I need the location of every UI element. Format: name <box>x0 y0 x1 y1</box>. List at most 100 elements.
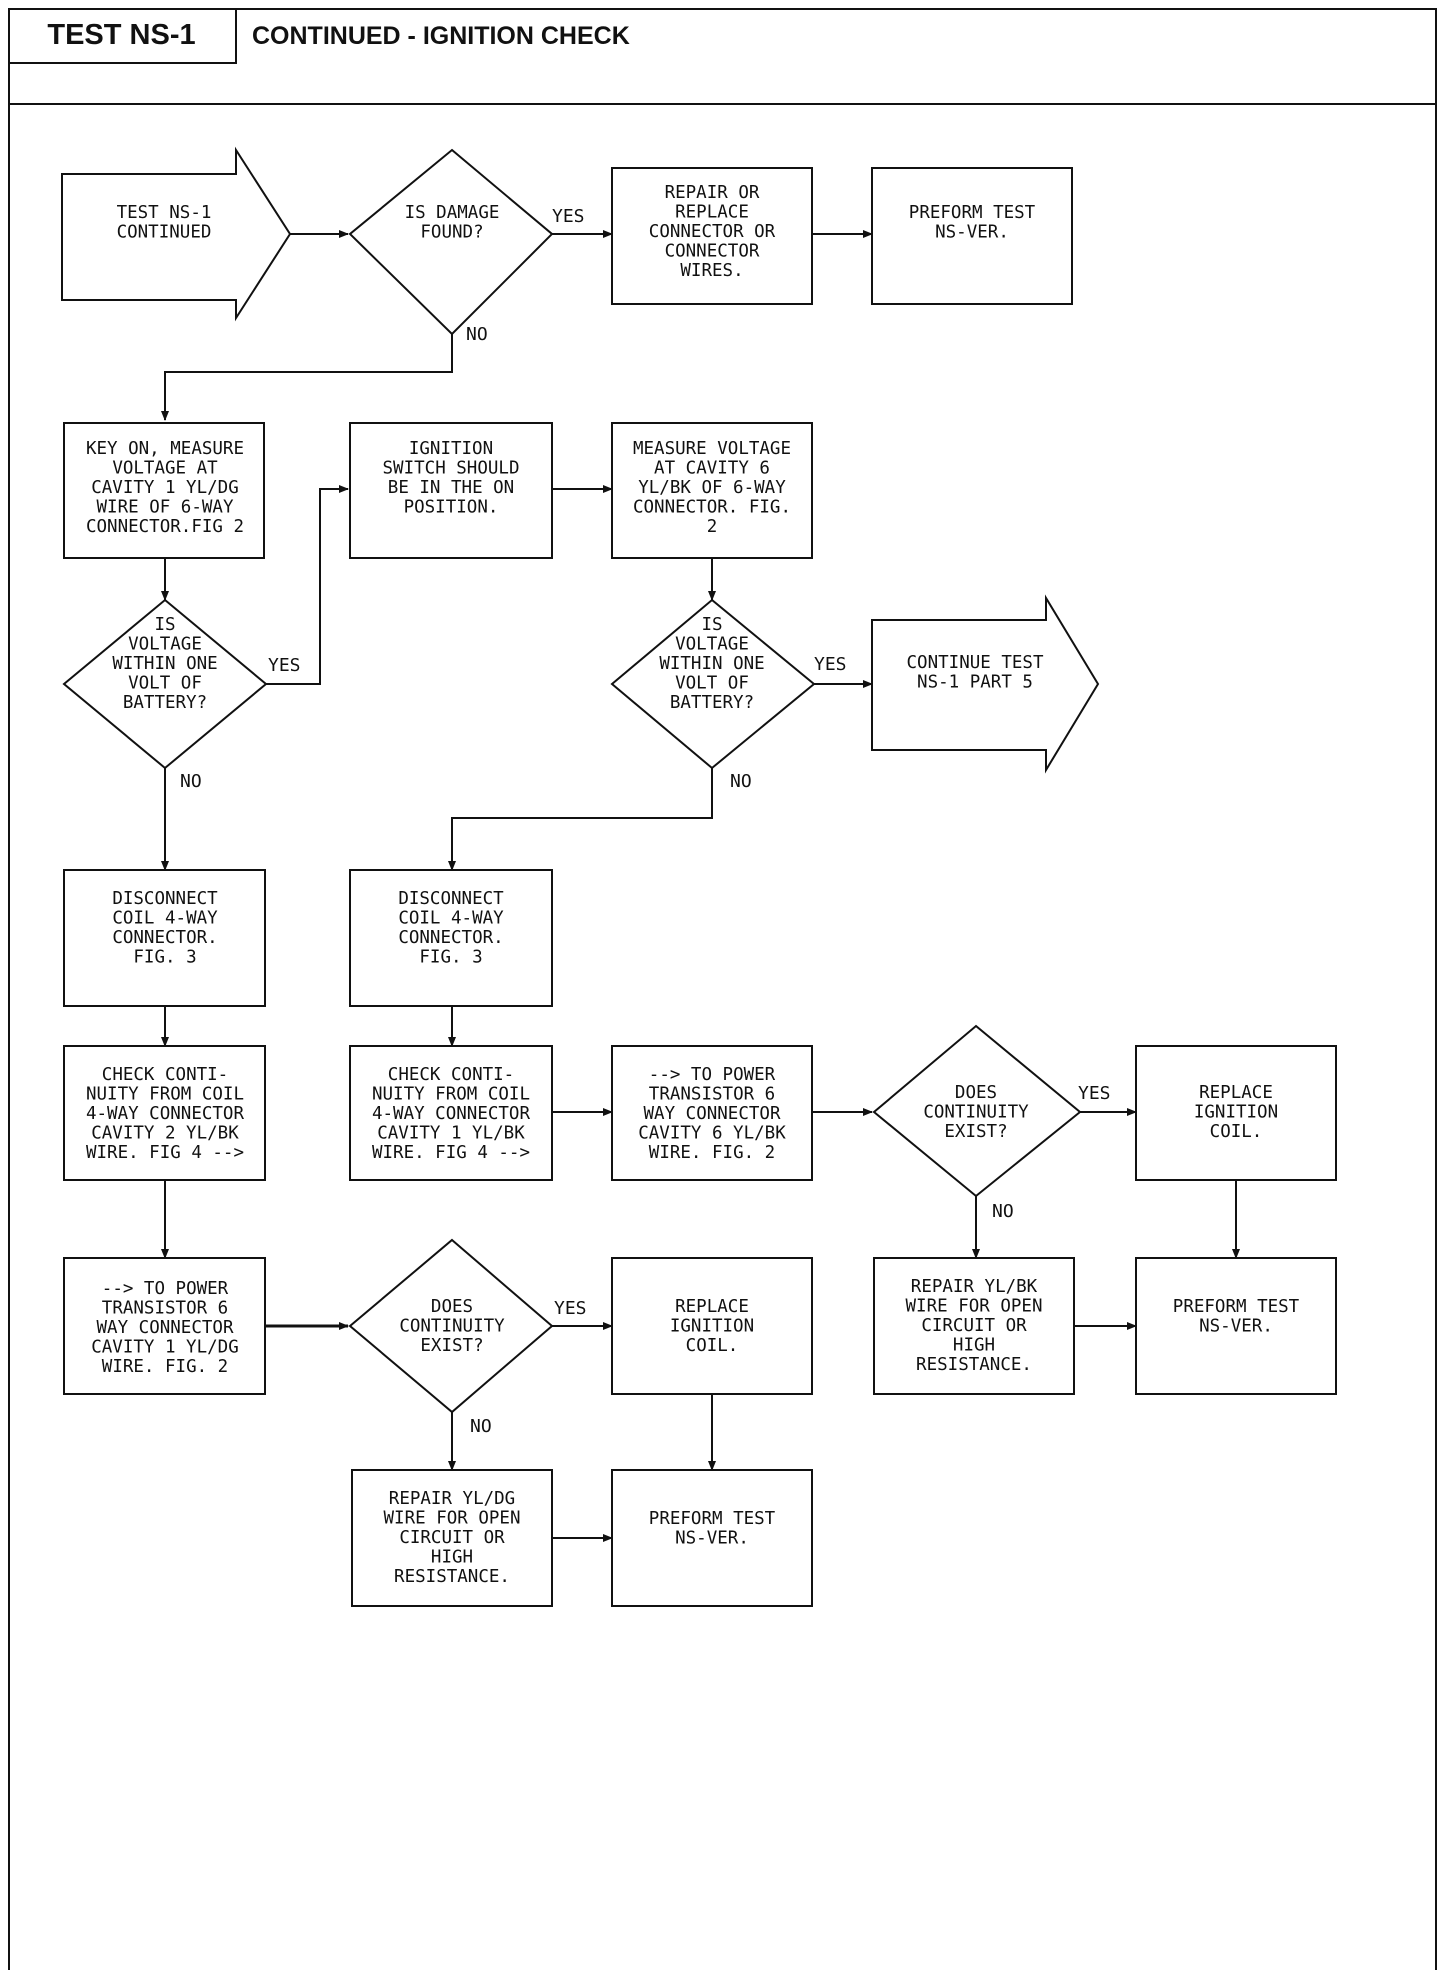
label-line: NS-1 PART 5 <box>917 673 1033 693</box>
check-cont-cavity2-box <box>63 1045 266 1181</box>
label-line: VOLTAGE AT <box>112 459 218 479</box>
label-line: SWITCH SHOULD <box>383 459 520 479</box>
edge-label-voltage-q2-yes: YES <box>814 654 847 675</box>
test-id-label: TEST NS-1 <box>8 8 237 64</box>
damage-question-diamond <box>348 148 554 336</box>
label-line: WIRE FOR OPEN <box>906 1297 1043 1317</box>
ignition-switch-box <box>349 422 553 559</box>
label-line: DOES <box>955 1083 997 1103</box>
measure-cavity6-box <box>611 422 813 559</box>
label-line: BATTERY? <box>670 693 754 713</box>
label-line: CHECK CONTI- <box>102 1065 228 1085</box>
label-line: WIRE. FIG 4 --> <box>372 1143 530 1163</box>
label-line: REPLACE <box>675 203 749 223</box>
label-line: EXIST? <box>944 1122 1007 1142</box>
label-line: WAY CONNECTOR <box>97 1318 234 1338</box>
label-line: IGNITION <box>670 1317 754 1337</box>
label-line: --> TO POWER <box>649 1065 776 1085</box>
label-line: AT CAVITY 6 <box>654 459 770 479</box>
voltage-question-diamond-2 <box>610 598 816 770</box>
label-line: 4-WAY CONNECTOR <box>372 1104 531 1124</box>
edge-label-voltage-q2-no: NO <box>730 771 752 792</box>
label-line: MEASURE VOLTAGE <box>633 439 791 459</box>
label-line: 4-WAY CONNECTOR <box>86 1104 245 1124</box>
label-line: CONNECTOR.FIG 2 <box>86 517 244 537</box>
continuity-question-diamond-right <box>872 1024 1082 1198</box>
perform-ver-box-2 <box>1135 1257 1337 1395</box>
label-line: CONNECTOR. <box>398 928 503 948</box>
label-line: NUITY FROM COIL <box>372 1085 530 1105</box>
to-transistor-cavity6-box <box>611 1045 813 1181</box>
start-arrow-shape <box>61 146 292 322</box>
perform-ver-box-3 <box>611 1469 813 1607</box>
label-line: YL/BK OF 6-WAY <box>638 478 786 498</box>
label-line: COIL 4-WAY <box>398 909 504 929</box>
edge-label-cont-q-left-no: NO <box>470 1416 492 1437</box>
label-line: REPAIR YL/BK <box>911 1277 1038 1297</box>
label-line: FIG. 3 <box>419 948 482 968</box>
label-line: CONNECTOR. FIG. <box>633 498 791 518</box>
label-line: RESISTANCE. <box>394 1567 510 1587</box>
label-line: 2 <box>707 517 718 537</box>
label-line: DISCONNECT <box>112 889 218 909</box>
label-line: EXIST? <box>420 1336 483 1356</box>
label-line: CONNECTOR. <box>112 928 217 948</box>
edge-label-damage-no: NO <box>466 324 488 345</box>
label-line: IS DAMAGE <box>405 203 500 223</box>
edge-label-cont-q-right-no: NO <box>992 1201 1014 1222</box>
voltage-question-diamond-1 <box>62 598 268 770</box>
label-line: CIRCUIT OR <box>921 1316 1027 1336</box>
label-line: TRANSISTOR 6 <box>649 1085 775 1105</box>
label-line: FIG. 3 <box>133 948 196 968</box>
edge-voltage-q2-no <box>448 768 713 871</box>
label-line: NS-VER. <box>935 223 1009 243</box>
label-line: IGNITION <box>409 439 493 459</box>
header-divider <box>8 103 1437 105</box>
label-line: WIRE FOR OPEN <box>384 1509 521 1529</box>
label-line: IS <box>701 615 722 635</box>
label-line: NUITY FROM COIL <box>86 1085 244 1105</box>
measure-cavity1-box <box>63 422 265 559</box>
label-line: HIGH <box>431 1548 473 1568</box>
label-line: VOLT OF <box>675 674 749 694</box>
label-line: CAVITY 6 YL/BK <box>638 1124 786 1144</box>
label-line: COIL 4-WAY <box>112 909 218 929</box>
label-line: CAVITY 1 YL/DG <box>91 1338 239 1358</box>
label-line: REPLACE <box>1199 1083 1273 1103</box>
label-line: CHECK CONTI- <box>388 1065 514 1085</box>
label-line: CONNECTOR <box>665 242 760 262</box>
replace-coil-box-right <box>1135 1045 1337 1181</box>
label-line: VOLT OF <box>128 674 202 694</box>
repair-yldg-box <box>351 1469 553 1607</box>
page-title: CONTINUED - IGNITION CHECK <box>252 21 630 50</box>
label-line: --> TO POWER <box>102 1279 229 1299</box>
label-line: PREFORM TEST <box>909 203 1036 223</box>
label-line: REPLACE <box>675 1297 749 1317</box>
label-line: REPAIR YL/DG <box>389 1489 515 1509</box>
label-line: WAY CONNECTOR <box>644 1104 781 1124</box>
replace-coil-box-left <box>611 1257 813 1395</box>
label-line: CIRCUIT OR <box>399 1528 505 1548</box>
label-line: PREFORM TEST <box>1173 1297 1300 1317</box>
label-line: WIRE. FIG 4 --> <box>86 1143 244 1163</box>
edge-label-voltage-q1-yes: YES <box>268 655 301 676</box>
edge-label-damage-yes: YES <box>552 206 585 227</box>
label-line: IGNITION <box>1194 1103 1278 1123</box>
